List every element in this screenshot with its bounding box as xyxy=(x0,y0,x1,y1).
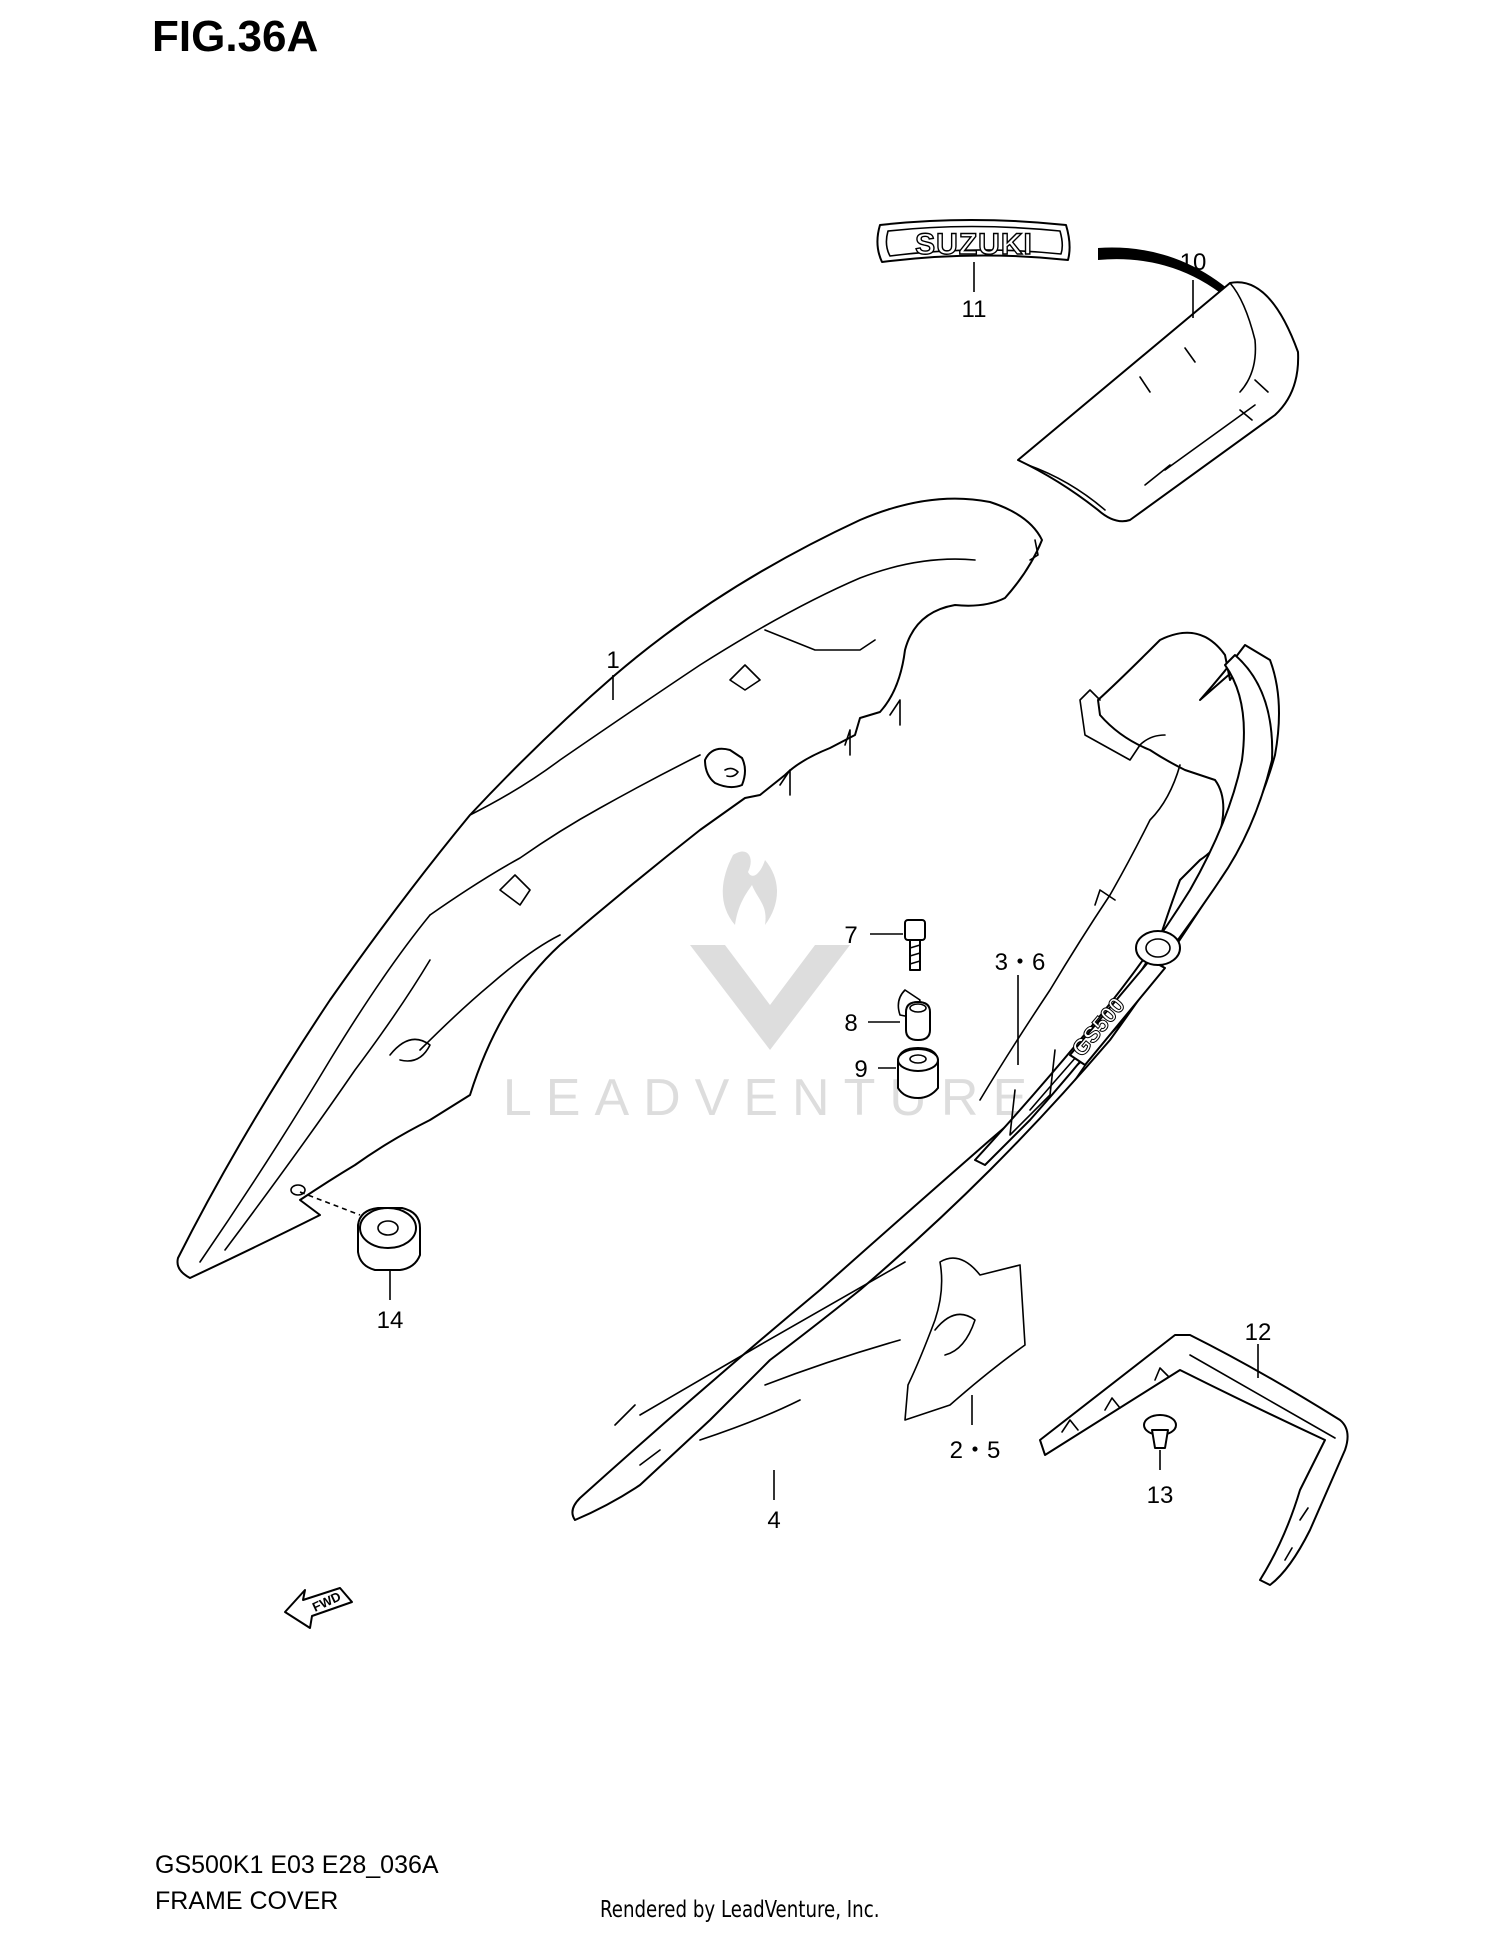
forward-direction-arrow: FWD xyxy=(284,1587,353,1629)
gs500-decal: GS500 xyxy=(1066,959,1166,1066)
callout-13: 13 xyxy=(1147,1482,1174,1509)
callout-1: 1 xyxy=(606,647,619,674)
assembly-name: FRAME COVER xyxy=(155,1887,339,1915)
part-7-bolt xyxy=(870,919,926,971)
model-code: GS500K1 E03 E28_036A xyxy=(155,1851,439,1879)
callout-10: 10 xyxy=(1180,249,1207,276)
callout-12: 12 xyxy=(1245,1319,1272,1346)
part-1-grommet xyxy=(704,747,746,789)
leadventure-watermark: LEADVENTURE xyxy=(503,851,1041,1127)
part-9-cushion xyxy=(878,1047,939,1099)
part-1-frame-cover-left xyxy=(176,497,1043,1279)
part-14-cushion xyxy=(290,1184,421,1300)
callout-8: 8 xyxy=(844,1010,857,1037)
callout-11: 11 xyxy=(962,296,987,323)
part-10-tail-cover xyxy=(1017,247,1300,523)
render-credit: Rendered by LeadVenture, Inc. xyxy=(600,1897,880,1923)
watermark-text: LEADVENTURE xyxy=(503,1069,1041,1127)
figure-title: FIG.36A xyxy=(152,12,319,61)
callout-14: 14 xyxy=(377,1307,404,1334)
callout-9: 9 xyxy=(854,1056,867,1083)
callout-3-6: 3・6 xyxy=(995,949,1046,976)
part-13-clip xyxy=(1143,1414,1177,1470)
callout-4: 4 xyxy=(767,1507,780,1534)
callout-7: 7 xyxy=(844,922,857,949)
part-11-emblem: SUZUKI xyxy=(876,219,1071,292)
callout-2-5: 2・5 xyxy=(950,1437,1001,1464)
emblem-text: SUZUKI xyxy=(915,228,1033,261)
part-12-bracket xyxy=(1039,1334,1349,1586)
part-8-collar xyxy=(868,1001,931,1041)
